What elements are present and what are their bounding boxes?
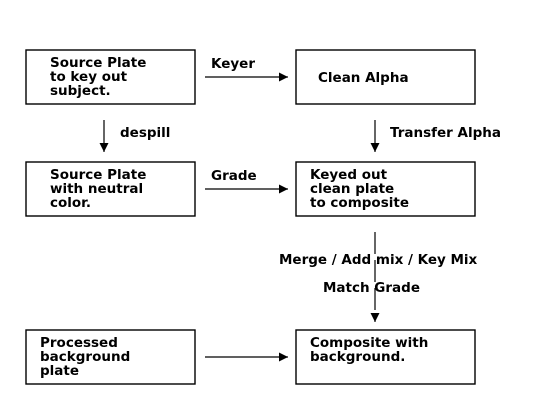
node-line: Source Plate	[50, 167, 146, 183]
node-line: clean plate	[310, 181, 394, 197]
node-line: background.	[310, 349, 405, 365]
edge-merge-label: Merge / Add mix / Key Mix	[279, 252, 478, 268]
node-source-plate-neutral-text: Source Plate with neutral color.	[50, 167, 151, 211]
node-line: Source Plate	[50, 55, 146, 71]
node-line: Keyed out	[310, 167, 388, 183]
node-line: background	[40, 349, 130, 365]
node-line: subject.	[50, 83, 111, 99]
node-keyed-out-box	[295, 161, 476, 217]
node-processed-bg-box	[25, 329, 196, 385]
node-line: to key out	[50, 69, 128, 85]
node-line: with neutral	[50, 181, 143, 197]
node-source-plate-neutral-box	[25, 161, 196, 217]
node-line: Clean Alpha	[318, 70, 409, 86]
edge-keyer-label: Keyer	[211, 56, 255, 72]
node-line: plate	[40, 363, 79, 379]
node-keyed-out-text: Keyed out clean plate to composite	[310, 167, 409, 211]
node-line: to composite	[310, 195, 409, 211]
edge-match-grade-label: Match Grade	[323, 280, 420, 296]
node-line: Composite with	[310, 335, 428, 351]
node-composite-box	[295, 329, 476, 385]
node-line: Processed	[40, 335, 118, 351]
node-line: color.	[50, 195, 91, 211]
node-source-plate-key-text: Source Plate to key out subject.	[50, 55, 151, 99]
edge-grade-label: Grade	[211, 168, 257, 184]
node-source-plate-key-box	[25, 49, 196, 105]
node-processed-bg-text: Processed background plate	[40, 335, 135, 379]
node-composite-text: Composite with background.	[310, 335, 433, 365]
node-clean-alpha-text: Clean Alpha	[318, 70, 409, 86]
edge-despill-label: despill	[120, 125, 170, 141]
node-clean-alpha-box	[295, 49, 476, 105]
edge-transfer-alpha-label: Transfer Alpha	[390, 125, 501, 141]
